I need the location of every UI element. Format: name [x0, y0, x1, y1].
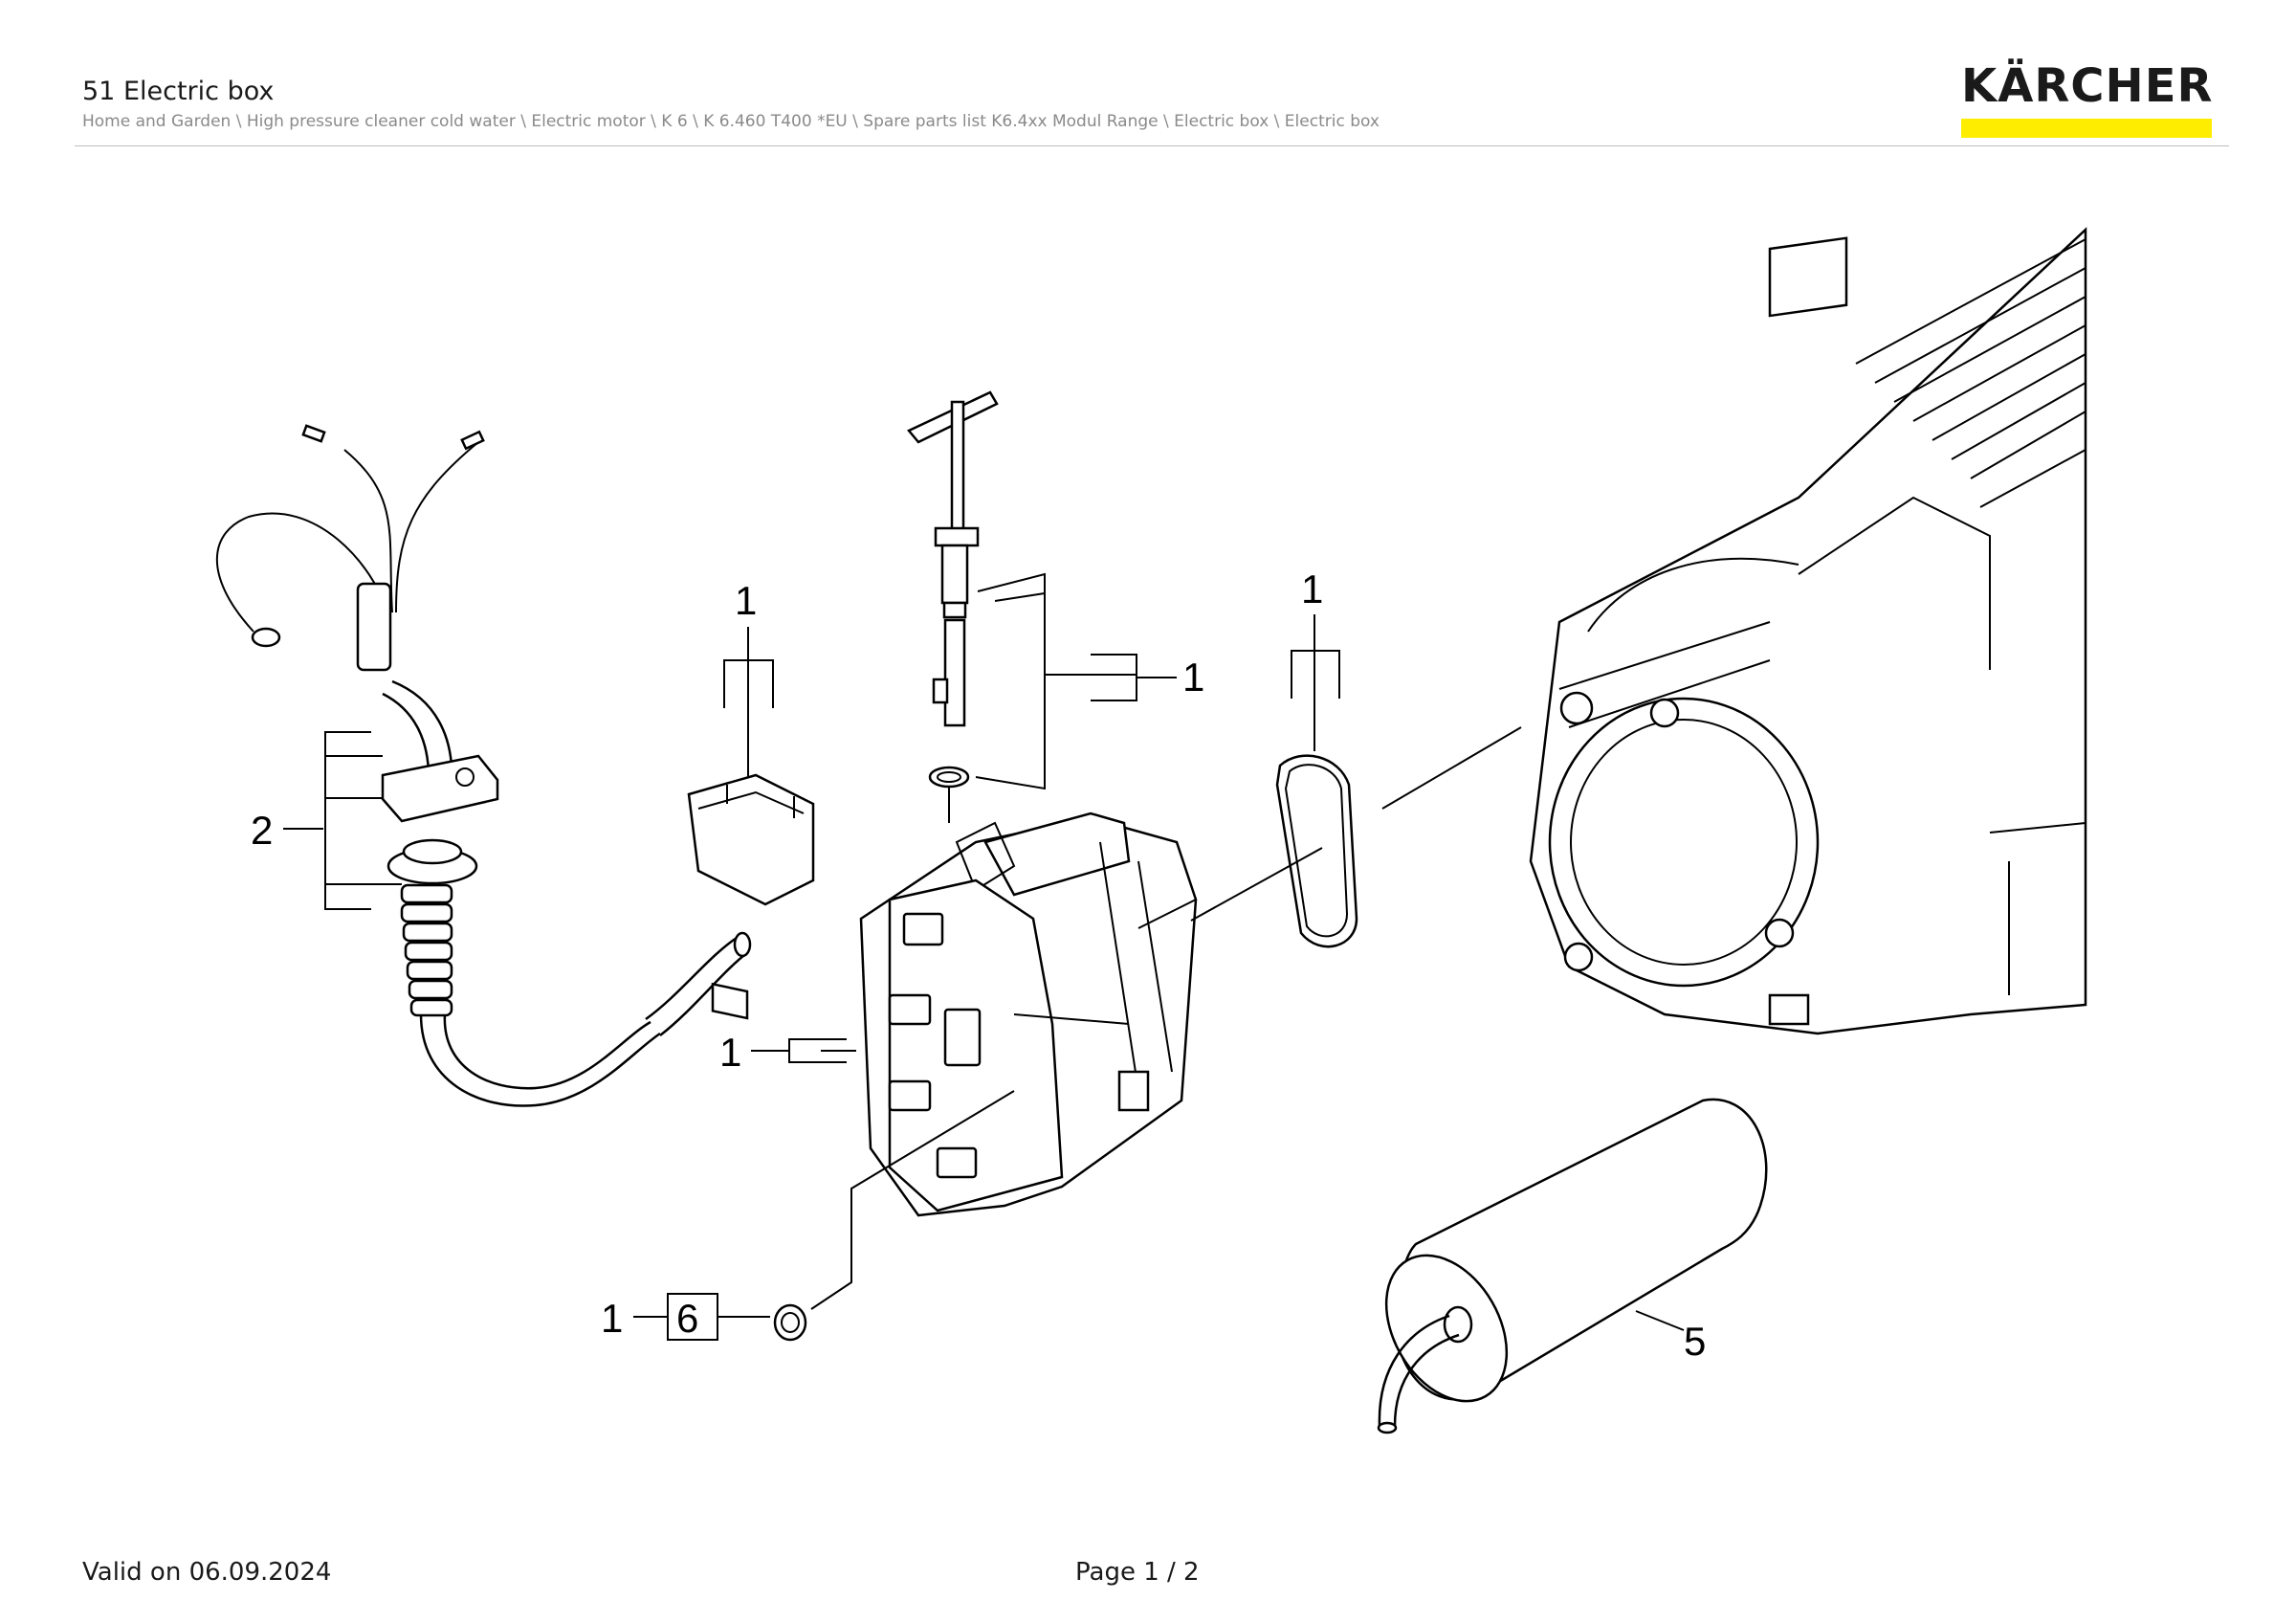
plunger-pin: 1 — [907, 390, 1204, 823]
label-1-plug: 1 — [601, 1296, 623, 1341]
capacitor: 5 — [1377, 1098, 1768, 1434]
label-1-oring: 1 — [1301, 567, 1323, 611]
switch-module: 1 — [687, 578, 815, 1020]
label-6: 6 — [676, 1296, 698, 1341]
breadcrumb: Home and Garden \ High pressure cleaner … — [82, 112, 1380, 131]
label-1-switch: 1 — [735, 578, 757, 623]
label-1-box: 1 — [719, 1030, 741, 1075]
header-divider — [75, 145, 2229, 146]
label-5: 5 — [1684, 1319, 1706, 1364]
motor-housing — [1529, 227, 2087, 1035]
page-title: 51 Electric box — [82, 77, 275, 106]
logo-text: KÄRCHER — [1961, 59, 2214, 113]
karcher-logo: KÄRCHER — [1961, 63, 2212, 138]
strain-relief — [400, 883, 453, 1017]
label-1-pin: 1 — [1182, 655, 1204, 700]
plug-item: 1 6 — [601, 1293, 807, 1342]
label-2: 2 — [251, 808, 273, 853]
cable-assembly: 2 — [215, 424, 752, 1107]
cooling-fins — [1855, 238, 2086, 508]
page-number: Page 1 / 2 — [1075, 1558, 1200, 1587]
valid-on-date: Valid on 06.09.2024 — [82, 1558, 332, 1587]
logo-yellow-bar — [1961, 119, 2212, 138]
electric-box-housing: 1 — [719, 812, 1198, 1310]
oring-gasket: 1 — [1190, 567, 1522, 948]
